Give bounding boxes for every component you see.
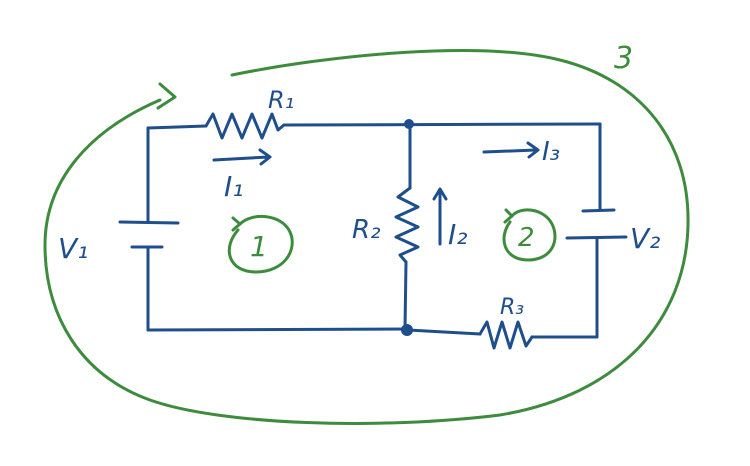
current-i2-arrow-icon: [432, 187, 448, 246]
resistor-r3: [478, 320, 534, 350]
resistor-r1: [204, 112, 286, 140]
battery-v2-long-plate: [565, 235, 628, 240]
battery-v1-long-plate: [118, 220, 180, 225]
circuit-wires: [146, 122, 602, 339]
loop-2-circle: [502, 208, 557, 262]
r1-label: R₁: [268, 86, 294, 114]
r3-label: R₃: [500, 295, 524, 320]
current-i1-arrow-icon: [212, 148, 272, 166]
loop-3-label: 3: [614, 41, 633, 76]
i3-label: I₃: [542, 137, 560, 167]
v2-label: V₂: [630, 222, 660, 255]
resistor-r2: [394, 186, 420, 264]
loop-1-circle: [227, 214, 294, 274]
i2-label: I₂: [448, 218, 467, 251]
loop-1-arrow-icon: [231, 216, 242, 232]
r2-label: R₂: [352, 215, 381, 245]
battery-v2-short-plate: [581, 208, 616, 213]
node-bottom: [401, 324, 413, 336]
node-top: [404, 119, 414, 129]
loop-3-path: [43, 49, 690, 425]
loop-2-arrow-icon: [503, 208, 514, 224]
loop-3-arrow-icon: [156, 82, 177, 110]
v1-label: V₁: [58, 232, 88, 265]
loop-1-label: 1: [250, 230, 268, 263]
current-i3-arrow-icon: [482, 141, 540, 159]
loop-2-label: 2: [518, 223, 535, 253]
i1-label: I₁: [224, 170, 243, 203]
